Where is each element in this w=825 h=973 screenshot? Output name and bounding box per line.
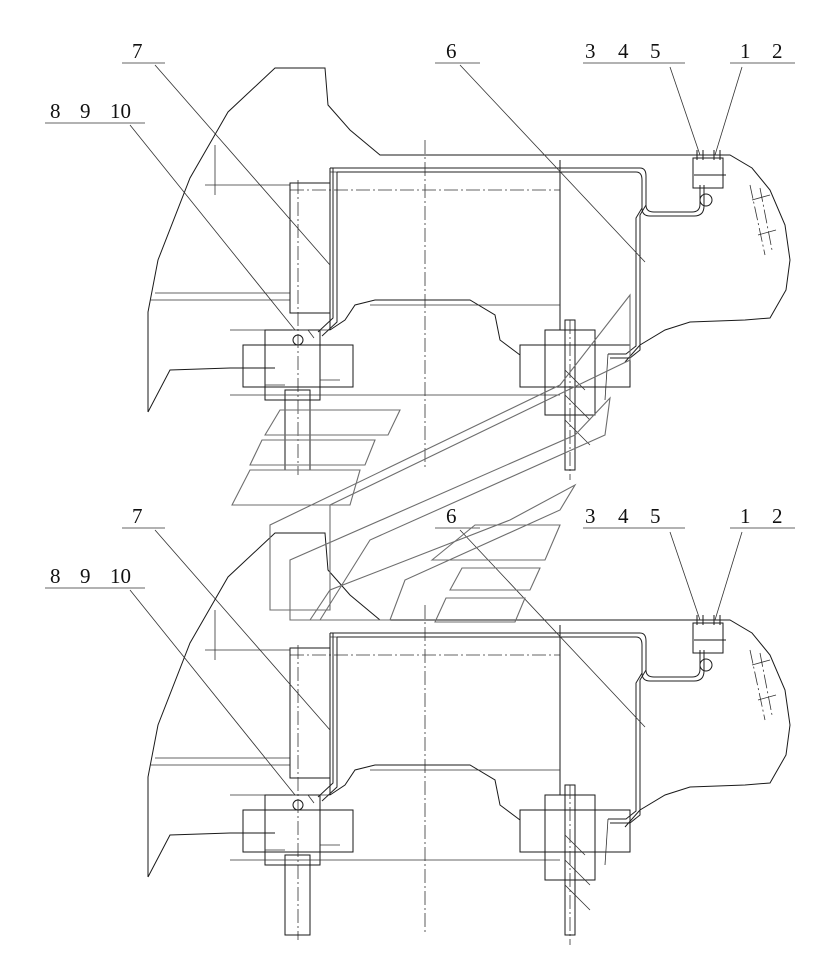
- callout-2: 2: [772, 504, 783, 528]
- callout-8: 8: [50, 564, 61, 588]
- lower-callouts: 7 6 3 4 5 1 2 8 9 10: [50, 504, 783, 588]
- callout-7: 7: [132, 39, 143, 63]
- callout-2: 2: [772, 39, 783, 63]
- callout-3: 3: [585, 504, 596, 528]
- callout-5: 5: [650, 39, 661, 63]
- callout-9: 9: [80, 564, 91, 588]
- callout-9: 9: [80, 99, 91, 123]
- callout-6: 6: [446, 504, 457, 528]
- watermark-logo: [231, 293, 631, 623]
- callout-1: 1: [740, 504, 751, 528]
- lower-view: [44, 527, 796, 946]
- callout-8: 8: [50, 99, 61, 123]
- callout-4: 4: [618, 39, 629, 63]
- callout-3: 3: [585, 39, 596, 63]
- callout-10: 10: [110, 99, 131, 123]
- upper-callouts: 7 6 3 4 5 1 2 8 9 10: [50, 39, 783, 123]
- callout-10: 10: [110, 564, 131, 588]
- upper-view: [44, 62, 796, 481]
- callout-1: 1: [740, 39, 751, 63]
- callout-6: 6: [446, 39, 457, 63]
- callout-4: 4: [618, 504, 629, 528]
- callout-7: 7: [132, 504, 143, 528]
- callout-5: 5: [650, 504, 661, 528]
